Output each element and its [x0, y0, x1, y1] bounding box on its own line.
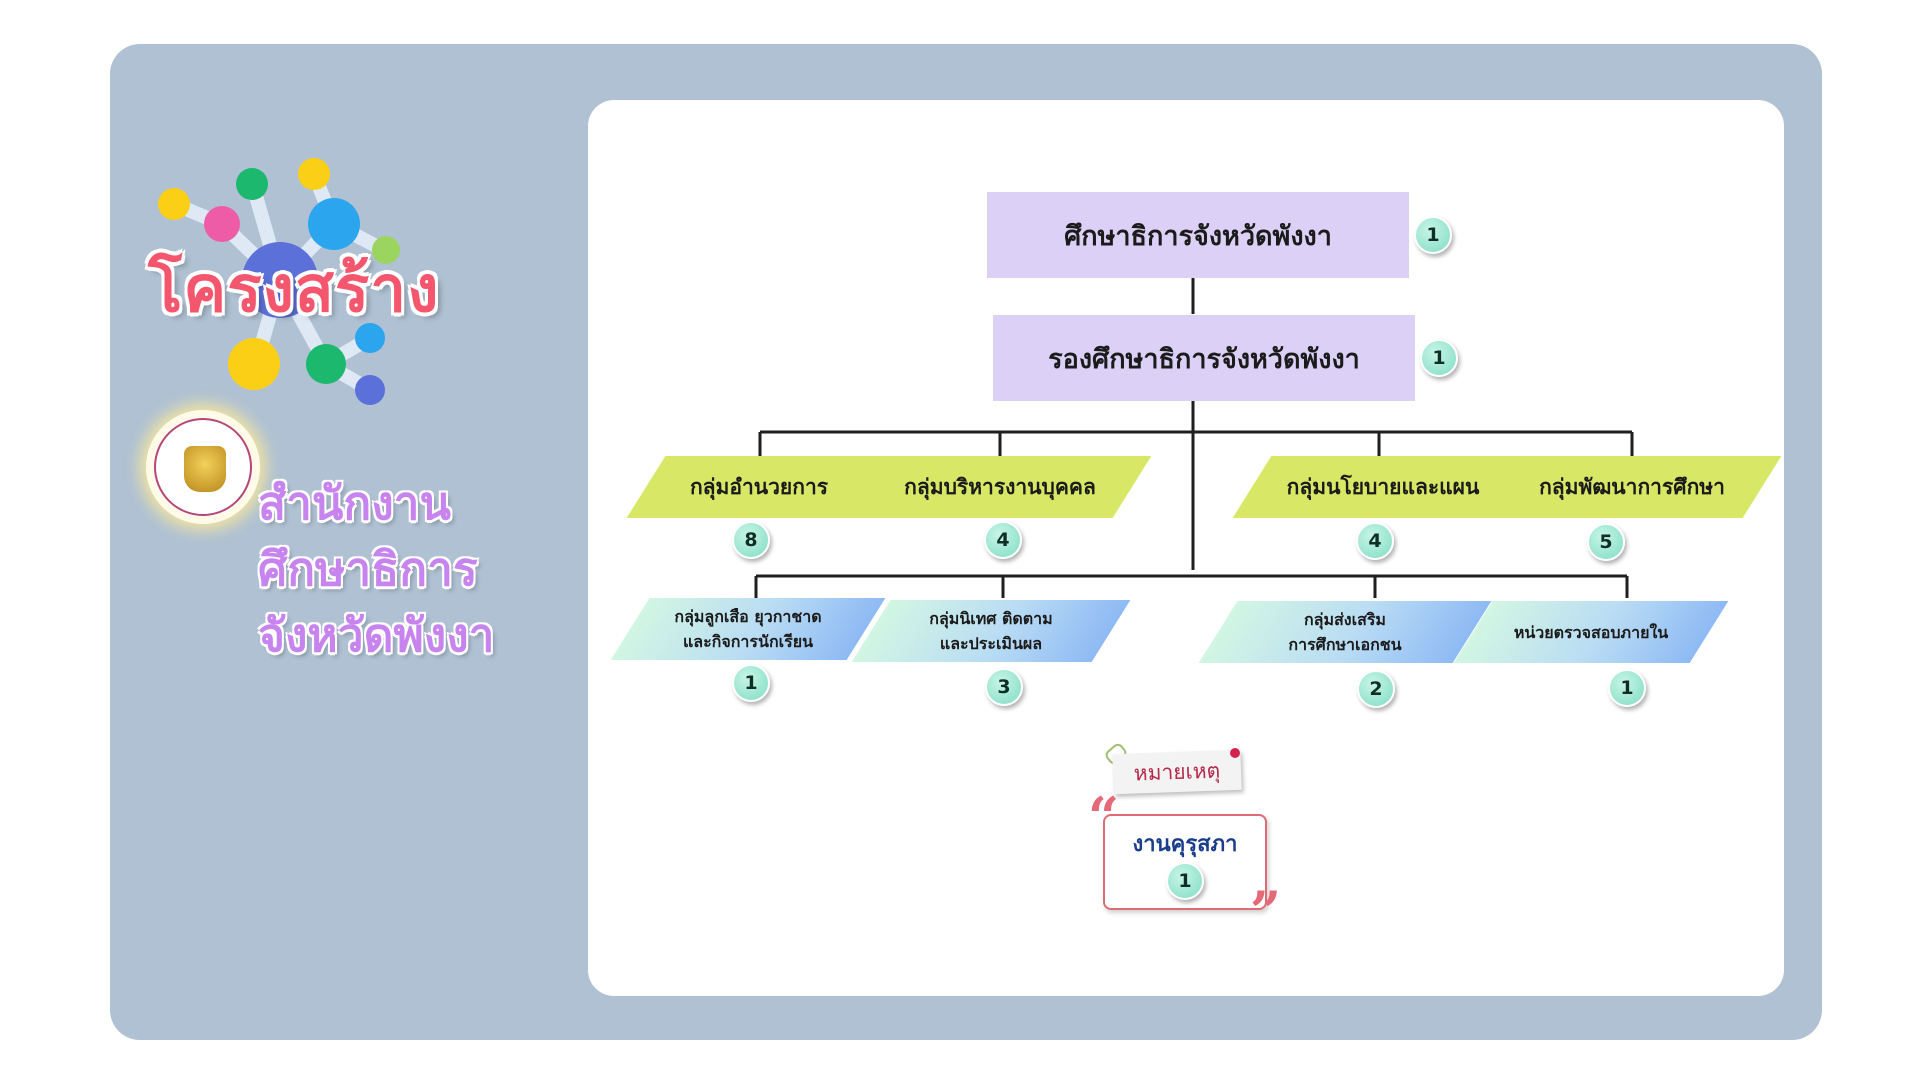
- close-quote-icon: ”: [1250, 879, 1282, 943]
- count-badge: 2: [1357, 670, 1395, 708]
- node-label-line: การศึกษาเอกชน: [1288, 635, 1402, 654]
- node-label-line: กลุ่มลูกเสือ ยุวกาชาด: [674, 607, 822, 626]
- node-label-line: และประเมินผล: [939, 634, 1043, 653]
- node-group-personnel: กลุ่มบริหารงานบุคคล: [848, 456, 1152, 518]
- note-label: งานคุรุสภา: [1132, 832, 1238, 857]
- organization-name: สำนักงาน ศึกษาธิการ จังหวัดพังงา: [258, 470, 495, 668]
- node-group-education-development: กลุ่มพัฒนาการศึกษา: [1482, 456, 1782, 518]
- node-subgroup-scouts: กลุ่มลูกเสือ ยุวกาชาดและกิจการนักเรียน: [610, 598, 886, 660]
- count-badge: 1: [1420, 339, 1458, 377]
- count-badge: 1: [1608, 669, 1646, 707]
- count-badge: 4: [984, 521, 1022, 559]
- org-seal-logo: [146, 410, 260, 524]
- node-provincial-education-officer: ศึกษาธิการจังหวัดพังงา: [987, 192, 1409, 278]
- org-name-line: จังหวัดพังงา: [258, 608, 495, 662]
- count-badge: 5: [1587, 523, 1625, 561]
- node-deputy-officer: รองศึกษาธิการจังหวัดพังงา: [993, 315, 1415, 401]
- count-badge: 1: [1414, 216, 1452, 254]
- seal-ring: [154, 418, 252, 516]
- node-label-line: กลุ่มนิเทศ ติดตาม: [929, 609, 1053, 628]
- pin-icon: [1230, 748, 1240, 758]
- note-card: งานคุรุสภา 1: [1103, 814, 1267, 910]
- count-badge: 3: [985, 668, 1023, 706]
- node-subgroup-private-education: กลุ่มส่งเสริมการศึกษาเอกชน: [1198, 601, 1492, 663]
- node-label: หน่วยตรวจสอบภายใน: [1513, 622, 1669, 642]
- open-quote-icon: “: [1088, 785, 1120, 849]
- count-badge: 1: [1166, 862, 1204, 900]
- node-label: รองศึกษาธิการจังหวัดพังงา: [1048, 343, 1360, 375]
- node-label: กลุ่มนโยบายและแผน: [1286, 474, 1480, 499]
- count-badge: 4: [1356, 522, 1394, 560]
- count-badge: 8: [732, 521, 770, 559]
- node-label: กลุ่มอำนวยการ: [689, 474, 829, 499]
- node-label-line: กลุ่มส่งเสริม: [1303, 610, 1386, 629]
- node-label: กลุ่มบริหารงานบุคคล: [904, 474, 1096, 499]
- node-subgroup-supervision: กลุ่มนิเทศ ติดตามและประเมินผล: [851, 600, 1131, 662]
- page-title: โครงสร้าง: [148, 253, 440, 327]
- seal-emblem-icon: [184, 446, 226, 492]
- node-subgroup-internal-audit: หน่วยตรวจสอบภายใน: [1453, 601, 1729, 663]
- node-group-administration: กลุ่มอำนวยการ: [626, 456, 892, 518]
- note-tag: หมายเหตุ: [1112, 749, 1242, 795]
- org-name-line: สำนักงาน: [258, 476, 451, 530]
- count-badge: 1: [732, 664, 770, 702]
- node-label: กลุ่มพัฒนาการศึกษา: [1539, 474, 1725, 499]
- org-name-line: ศึกษาธิการ: [258, 542, 478, 596]
- node-label: ศึกษาธิการจังหวัดพังงา: [1064, 220, 1332, 252]
- node-group-policy-planning: กลุ่มนโยบายและแผน: [1232, 456, 1534, 518]
- node-label-line: และกิจการนักเรียน: [682, 632, 814, 651]
